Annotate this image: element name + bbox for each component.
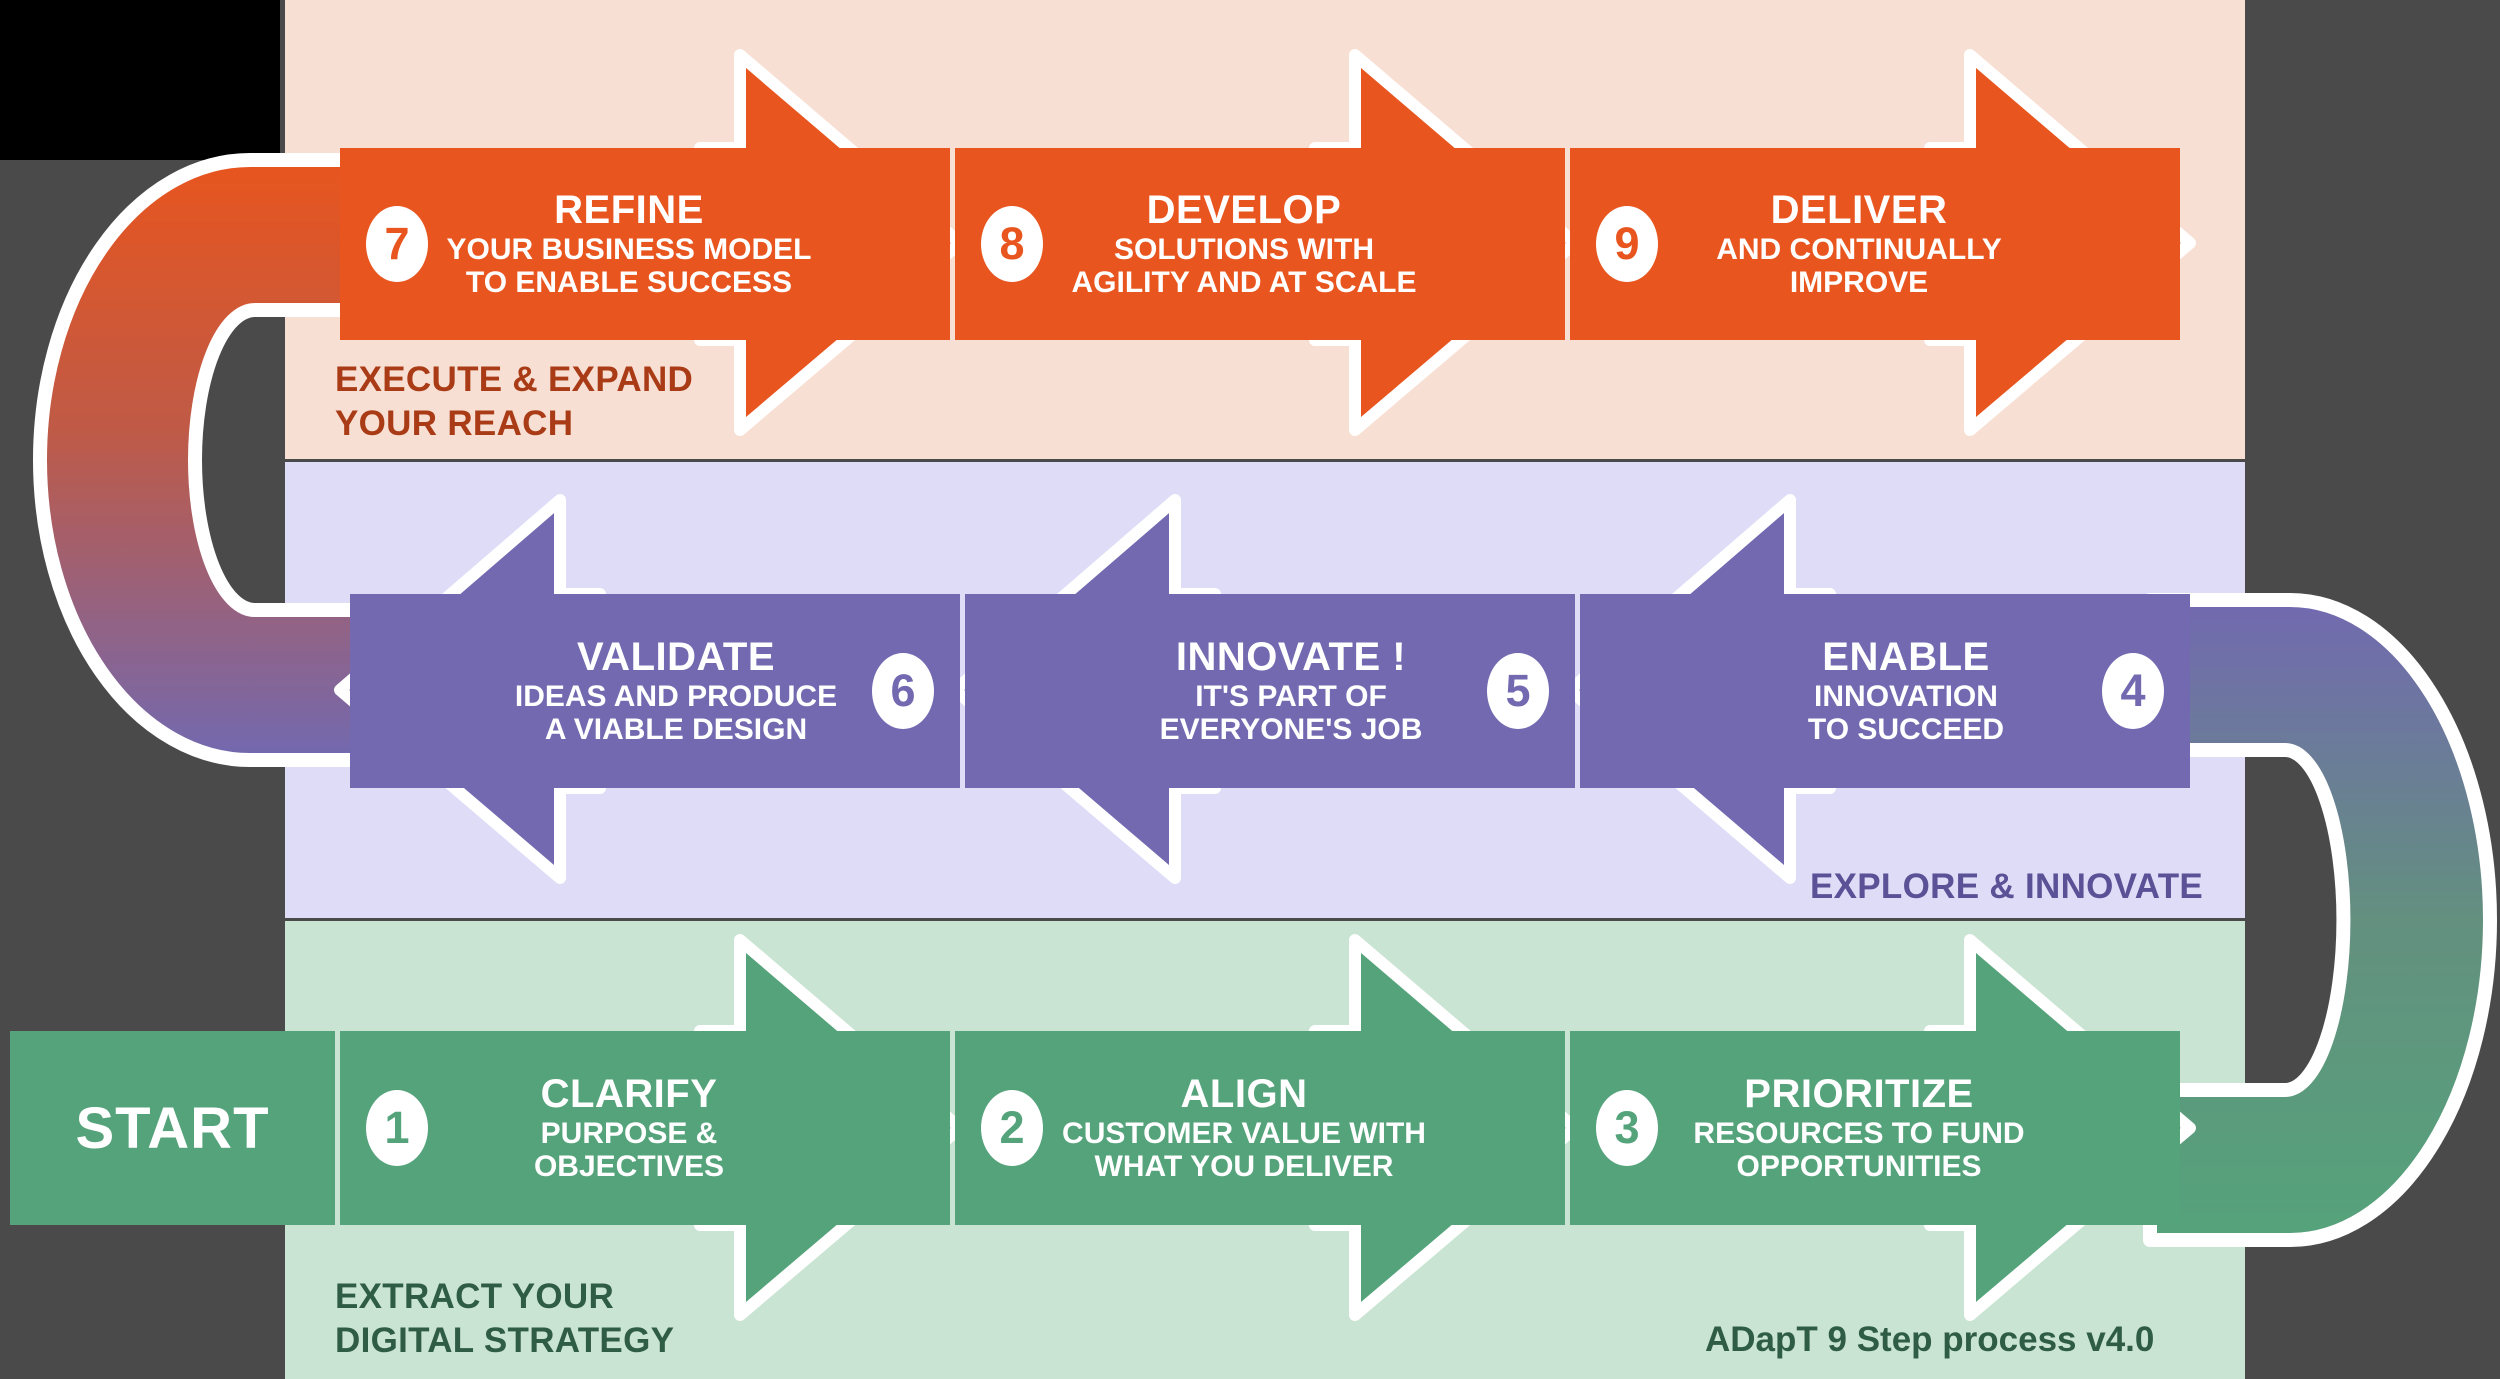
step-bar-5[interactable]: INNOVATE ! IT'S PART OF EVERYONE'S JOB 5 bbox=[965, 594, 1575, 788]
step-sub1-6: IDEAS AND PRODUCE bbox=[514, 679, 838, 713]
step-title-4: ENABLE bbox=[1822, 635, 1990, 679]
step-sub2-7: TO ENABLE SUCCESS bbox=[465, 266, 793, 300]
band-caption-explore-line1: EXPLORE & INNOVATE bbox=[1810, 867, 2204, 906]
band-caption-extract-line2: DIGITAL STRATEGY bbox=[335, 1320, 675, 1360]
step-sub2-1: OBJECTIVES bbox=[533, 1150, 725, 1184]
step-sub2-9: IMPROVE bbox=[1789, 266, 1929, 300]
step-text-7: REFINE YOUR BUSINESS MODEL TO ENABLE SUC… bbox=[428, 188, 830, 300]
step-number-4: 4 bbox=[2102, 653, 2164, 729]
step-text-1: CLARIFY PURPOSE & OBJECTIVES bbox=[428, 1072, 830, 1184]
step-sub2-6: A VIABLE DESIGN bbox=[544, 713, 808, 747]
step-title-5: INNOVATE ! bbox=[1175, 635, 1407, 679]
step-text-3: PRIORITIZE RESOURCES TO FUND OPPORTUNITI… bbox=[1658, 1072, 2060, 1184]
step-bar-4[interactable]: ENABLE INNOVATION TO SUCCEED 4 bbox=[1580, 594, 2190, 788]
step-title-3: PRIORITIZE bbox=[1744, 1072, 1974, 1116]
step-bar-3[interactable]: 3 PRIORITIZE RESOURCES TO FUND OPPORTUNI… bbox=[1570, 1031, 2180, 1225]
step-text-5: INNOVATE ! IT'S PART OF EVERYONE'S JOB bbox=[1095, 635, 1487, 747]
step-title-7: REFINE bbox=[554, 188, 704, 232]
step-bar-9[interactable]: 9 DELIVER AND CONTINUALLY IMPROVE bbox=[1570, 148, 2180, 340]
step-title-9: DELIVER bbox=[1770, 188, 1948, 232]
step-text-9: DELIVER AND CONTINUALLY IMPROVE bbox=[1658, 188, 2060, 300]
step-sub1-3: RESOURCES TO FUND bbox=[1693, 1116, 2025, 1150]
band-caption-execute-line1: EXECUTE & EXPAND bbox=[335, 360, 694, 399]
step-sub2-4: TO SUCCEED bbox=[1807, 713, 2005, 747]
step-bar-1[interactable]: 1 CLARIFY PURPOSE & OBJECTIVES bbox=[340, 1031, 950, 1225]
step-bar-7[interactable]: 7 REFINE YOUR BUSINESS MODEL TO ENABLE S… bbox=[340, 148, 950, 340]
step-sub2-5: EVERYONE'S JOB bbox=[1159, 713, 1423, 747]
step-text-8: DEVELOP SOLUTIONS WITH AGILITY AND AT SC… bbox=[1043, 188, 1445, 300]
step-number-9: 9 bbox=[1596, 206, 1658, 282]
step-bar-6[interactable]: VALIDATE IDEAS AND PRODUCE A VIABLE DESI… bbox=[350, 594, 960, 788]
band-caption-execute-line2: YOUR REACH bbox=[335, 403, 574, 443]
step-number-7: 7 bbox=[366, 206, 428, 282]
step-title-8: DEVELOP bbox=[1146, 188, 1342, 232]
step-number-8: 8 bbox=[981, 206, 1043, 282]
step-sub1-4: INNOVATION bbox=[1814, 679, 1998, 713]
step-sub1-9: AND CONTINUALLY bbox=[1716, 232, 2002, 266]
step-title-2: ALIGN bbox=[1180, 1072, 1308, 1116]
band-caption-extract: EXTRACT YOUR DIGITAL STRATEGY bbox=[335, 1275, 674, 1363]
step-number-5: 5 bbox=[1487, 653, 1549, 729]
step-number-2: 2 bbox=[981, 1090, 1043, 1166]
step-number-3: 3 bbox=[1596, 1090, 1658, 1166]
step-sub1-7: YOUR BUSINESS MODEL bbox=[446, 232, 812, 266]
step-text-4: ENABLE INNOVATION TO SUCCEED bbox=[1710, 635, 2102, 747]
start-label: START bbox=[75, 1095, 270, 1161]
step-sub1-2: CUSTOMER VALUE WITH bbox=[1062, 1116, 1426, 1150]
start-block[interactable]: START bbox=[10, 1031, 335, 1225]
step-title-6: VALIDATE bbox=[576, 635, 776, 679]
step-bar-8[interactable]: 8 DEVELOP SOLUTIONS WITH AGILITY AND AT … bbox=[955, 148, 1565, 340]
version-label: ADapT 9 Step process v4.0 bbox=[1705, 1320, 2155, 1359]
step-text-6: VALIDATE IDEAS AND PRODUCE A VIABLE DESI… bbox=[480, 635, 872, 747]
step-bar-2[interactable]: 2 ALIGN CUSTOMER VALUE WITH WHAT YOU DEL… bbox=[955, 1031, 1565, 1225]
step-sub1-5: IT'S PART OF bbox=[1195, 679, 1387, 713]
band-caption-execute: EXECUTE & EXPAND YOUR REACH bbox=[335, 358, 693, 446]
step-sub2-2: WHAT YOU DELIVER bbox=[1094, 1150, 1394, 1184]
step-sub1-8: SOLUTIONS WITH bbox=[1114, 232, 1374, 266]
step-number-1: 1 bbox=[366, 1090, 428, 1166]
step-title-1: CLARIFY bbox=[540, 1072, 718, 1116]
band-caption-extract-line1: EXTRACT YOUR bbox=[335, 1277, 615, 1316]
step-number-6: 6 bbox=[872, 653, 934, 729]
band-caption-explore: EXPLORE & INNOVATE bbox=[1810, 865, 2203, 909]
step-sub1-1: PURPOSE & bbox=[540, 1116, 718, 1150]
step-text-2: ALIGN CUSTOMER VALUE WITH WHAT YOU DELIV… bbox=[1043, 1072, 1445, 1184]
step-sub2-8: AGILITY AND AT SCALE bbox=[1071, 266, 1417, 300]
step-sub2-3: OPPORTUNITIES bbox=[1736, 1150, 1982, 1184]
